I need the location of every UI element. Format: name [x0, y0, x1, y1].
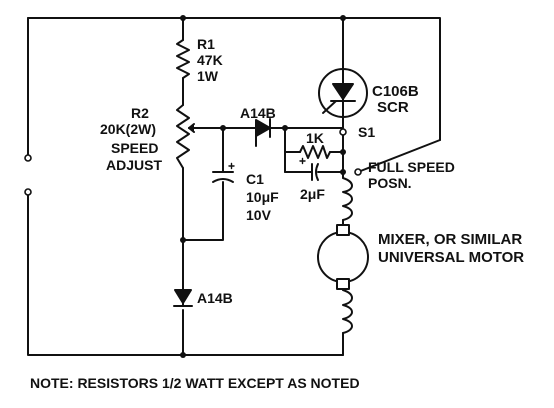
- capacitor-c2-symbol: [311, 163, 319, 181]
- switch-s1-symbol: [339, 128, 441, 176]
- c2-value-label: 2μF: [300, 186, 325, 202]
- junction-dots: [180, 15, 346, 358]
- r2-ref-label: R2: [131, 105, 149, 121]
- r3-value-label: 1K: [306, 130, 324, 146]
- left-power-terminals: [24, 154, 32, 196]
- r1-value-label: 47K: [197, 52, 223, 68]
- r2-adjust-label: ADJUST: [106, 157, 163, 173]
- capacitor-c1-symbol: [212, 171, 234, 183]
- diode-d2-symbol: [173, 289, 193, 307]
- switch-position-label-line1: FULL SPEED: [368, 159, 455, 175]
- r2-speed-label: SPEED: [111, 140, 159, 156]
- potentiometer-r2-symbol: [176, 104, 199, 169]
- c1-voltage-label: 10V: [246, 207, 271, 223]
- motor-label-line2: UNIVERSAL MOTOR: [378, 249, 525, 266]
- c1-ref-label: C1: [246, 171, 264, 187]
- motor-field-winding-top: [342, 177, 353, 221]
- resistor-r3-symbol: [299, 145, 331, 159]
- r1-rating-label: 1W: [197, 68, 218, 84]
- scr-part-label: C106B: [372, 83, 419, 100]
- motor-label-line1: MIXER, OR SIMILAR: [378, 231, 523, 248]
- r2-value-label: 20K(2W): [100, 121, 157, 137]
- polarity-marks: [228, 157, 306, 170]
- r1-ref-label: R1: [197, 36, 215, 52]
- diode-d1-symbol: [255, 118, 271, 138]
- scr-type-label: SCR: [377, 99, 409, 116]
- d2-ref-label: A14B: [197, 290, 233, 306]
- c1-value-label: 10μF: [246, 189, 279, 205]
- scr-c106b-symbol: [318, 68, 368, 118]
- resistor-r1-symbol: [176, 39, 190, 79]
- motor-field-winding-bottom: [342, 289, 353, 356]
- universal-motor-symbol: [317, 224, 369, 290]
- switch-position-label-line2: POSN.: [368, 175, 412, 191]
- footer-note: NOTE: RESISTORS 1/2 WATT EXCEPT AS NOTED: [30, 375, 360, 391]
- d1-ref-label: A14B: [240, 105, 276, 121]
- switch-ref-label: S1: [358, 124, 376, 140]
